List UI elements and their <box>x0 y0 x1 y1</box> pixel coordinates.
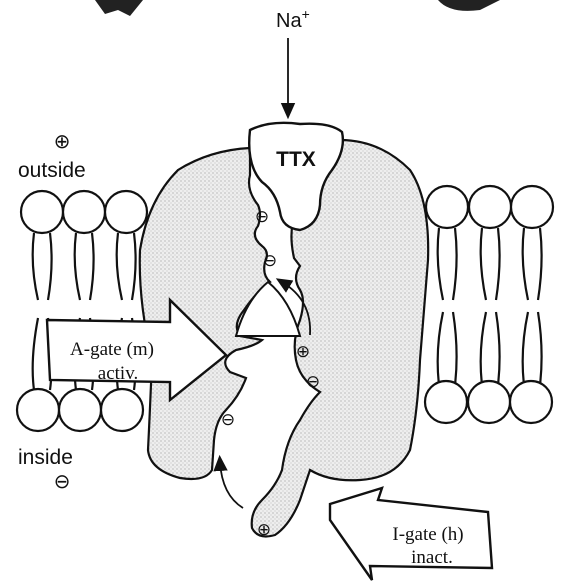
na-ion-label: Na+ <box>276 6 310 32</box>
a-gate-label-line2: activ. <box>98 363 138 384</box>
right-membrane <box>425 186 553 423</box>
lipid-head <box>511 186 553 228</box>
positive-charge-1: ⊕ <box>296 342 310 362</box>
lipid-head <box>101 389 143 431</box>
negative-charge-1: ⊖ <box>255 207 269 227</box>
lipid-head <box>17 389 59 431</box>
lipid-head <box>468 381 510 423</box>
lipid-head <box>105 191 147 233</box>
i-gate-label-line2: inact. <box>411 547 453 568</box>
left-membrane <box>17 191 147 431</box>
lipid-head <box>21 191 63 233</box>
inside-label: inside <box>18 446 73 469</box>
outside-label: outside <box>18 159 86 182</box>
ttx-label: TTX <box>276 148 316 171</box>
i-gate-label-line1: I-gate (h) <box>392 524 463 545</box>
lipid-head <box>59 389 101 431</box>
lipid-head <box>426 186 468 228</box>
negative-charge-4: ⊖ <box>221 410 235 430</box>
negative-charge-2: ⊖ <box>263 251 277 271</box>
negative-charge-3: ⊖ <box>306 372 320 392</box>
lipid-head <box>469 186 511 228</box>
lipid-head <box>63 191 105 233</box>
i-gate-motion-arrow <box>220 462 243 508</box>
positive-charge-2: ⊕ <box>257 520 271 540</box>
a-gate-label-line1: A-gate (m) <box>70 339 154 360</box>
lipid-head <box>425 381 467 423</box>
outside-charge-symbol: ⊕ <box>54 131 71 153</box>
inside-charge-symbol: ⊖ <box>54 471 71 493</box>
lipid-head <box>510 381 552 423</box>
